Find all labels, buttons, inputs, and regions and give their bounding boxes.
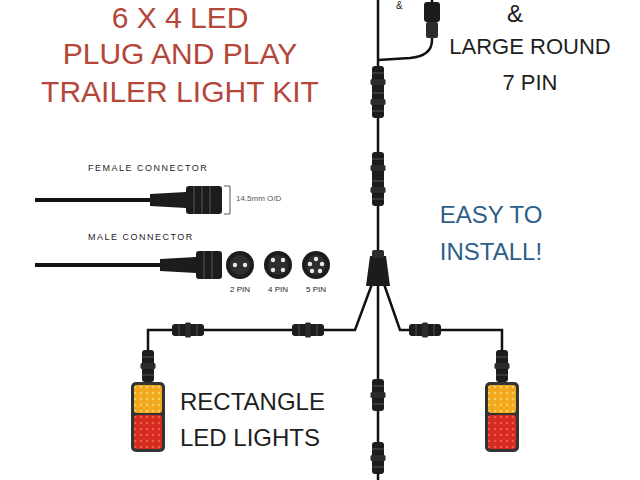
connector-label-box: MALE CONNECTOR bbox=[88, 232, 268, 243]
plug-type-box: 7 PIN bbox=[440, 70, 620, 96]
kit-title-line-box: TRAILER LIGHT KIT bbox=[25, 74, 335, 110]
led-light-right bbox=[485, 382, 519, 452]
connector-label: MALE CONNECTOR bbox=[88, 232, 268, 243]
male-connector bbox=[35, 251, 222, 279]
dimension: 14.5mm O/D bbox=[236, 194, 316, 204]
pin-count: 2 PIN bbox=[218, 285, 262, 295]
ampersand-box: & bbox=[470, 0, 560, 29]
kit-title-line: 6 X 4 LED bbox=[25, 0, 335, 36]
dimension-bracket bbox=[224, 186, 230, 214]
pin-count-box: 4 PIN bbox=[256, 285, 300, 295]
kit-title-line: TRAILER LIGHT KIT bbox=[25, 74, 335, 110]
y-splitter bbox=[366, 250, 390, 286]
promo-note-box: EASY TO INSTALL! bbox=[425, 196, 557, 270]
plug-type: LARGE ROUND bbox=[440, 34, 620, 60]
pin-count-box: 2 PIN bbox=[218, 285, 262, 295]
led-light-left bbox=[131, 382, 165, 452]
pin-count: 4 PIN bbox=[256, 285, 300, 295]
kit-title-line-box: PLUG AND PLAY bbox=[25, 36, 335, 72]
kit-title-line-box: 6 X 4 LED bbox=[25, 0, 335, 36]
pin-count-box: 5 PIN bbox=[294, 285, 338, 295]
pin-count: 5 PIN bbox=[294, 285, 338, 295]
connector-label: FEMALE CONNECTOR bbox=[88, 163, 268, 174]
kit-title-line: PLUG AND PLAY bbox=[25, 36, 335, 72]
ampersand-box: & bbox=[396, 0, 412, 12]
inline-connectors bbox=[141, 66, 510, 474]
part-label-box: RECTANGLE LED LIGHTS bbox=[180, 384, 356, 456]
connector-label-box: FEMALE CONNECTOR bbox=[88, 163, 268, 174]
plug-type: 7 PIN bbox=[440, 70, 620, 96]
ampersand: & bbox=[470, 0, 560, 29]
female-connector bbox=[35, 186, 222, 214]
top-plug bbox=[424, 2, 440, 38]
ampersand: & bbox=[396, 0, 412, 12]
plug-type-box: LARGE ROUND bbox=[440, 34, 620, 60]
pin-faces bbox=[226, 251, 330, 279]
promo-note: EASY TO INSTALL! bbox=[425, 196, 557, 270]
part-label: RECTANGLE LED LIGHTS bbox=[180, 384, 356, 456]
dimension-box: 14.5mm O/D bbox=[236, 194, 316, 204]
